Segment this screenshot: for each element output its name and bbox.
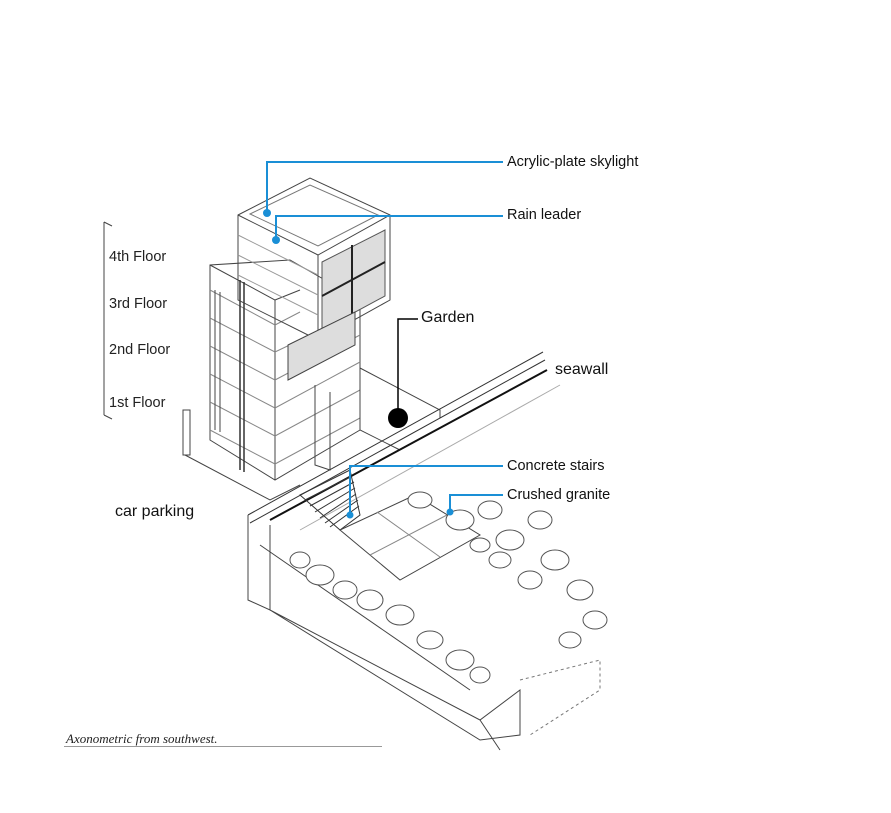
floor-label-2: 2nd Floor	[109, 342, 171, 358]
garden-marker	[388, 408, 408, 428]
label-car-parking: car parking	[115, 503, 195, 520]
building-linework	[103, 177, 601, 751]
rain-leader-leader	[275, 215, 503, 240]
label-crushed-granite: Crushed granite	[507, 487, 611, 503]
label-seawall: seawall	[555, 361, 609, 378]
caption-rule	[64, 746, 382, 747]
label-skylight: Acrylic-plate skylight	[507, 154, 639, 170]
crushed-granite-leader	[449, 494, 503, 512]
label-garden: Garden	[421, 309, 475, 326]
floor-label-3: 3rd Floor	[109, 296, 168, 312]
label-concrete-stairs: Concrete stairs	[507, 458, 605, 474]
leader-lines	[266, 161, 503, 515]
stairs-marker	[346, 511, 354, 519]
crushed-granite-rocks	[289, 491, 608, 684]
concrete-stairs-leader	[349, 465, 503, 515]
floor-label-1: 1st Floor	[109, 395, 166, 411]
skylight-leader	[266, 161, 503, 213]
figure-caption: Axonometric from southwest.	[66, 731, 218, 746]
garden-leader	[397, 318, 418, 412]
granite-marker	[446, 508, 454, 516]
rain-leader-marker	[272, 236, 280, 244]
label-rain-leader: Rain leader	[507, 207, 582, 223]
skylight-marker	[263, 209, 271, 217]
floor-label-4: 4th Floor	[109, 249, 167, 265]
